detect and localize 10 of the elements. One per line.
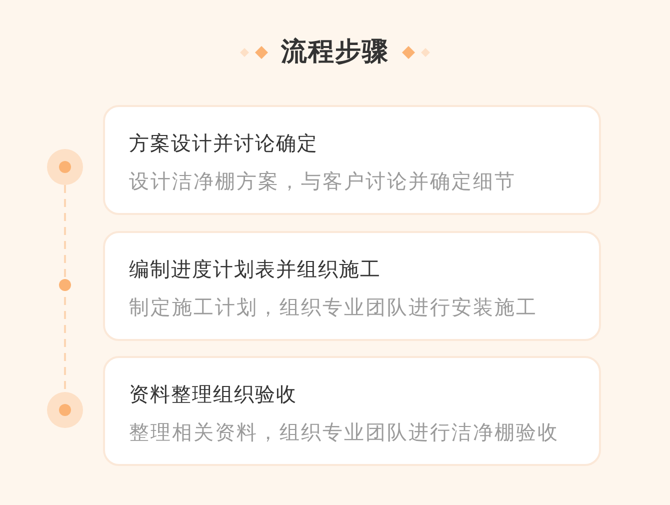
title: 流程步骤 bbox=[281, 36, 389, 69]
step-heading: 方案设计并讨论确定 bbox=[129, 130, 318, 157]
step-description: 设计洁净棚方案，与客户讨论并确定细节 bbox=[129, 168, 516, 195]
step-description: 制定施工计划，组织专业团队进行安装施工 bbox=[129, 294, 538, 321]
step-heading: 资料整理组织验收 bbox=[129, 381, 297, 408]
step-card bbox=[103, 105, 601, 215]
step-card bbox=[103, 356, 601, 466]
step-description: 整理相关资料，组织专业团队进行洁净棚验收 bbox=[129, 419, 559, 446]
step-heading: 编制进度计划表并组织施工 bbox=[129, 256, 381, 283]
step-card bbox=[103, 231, 601, 341]
